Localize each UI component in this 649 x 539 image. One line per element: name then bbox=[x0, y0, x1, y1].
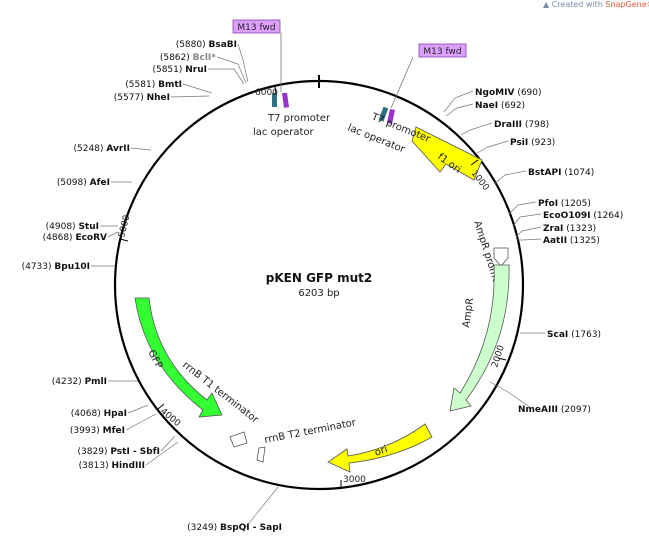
tick-1000 bbox=[470, 159, 479, 166]
feature-label-rrnb-t2: rrnB T2 terminator bbox=[263, 417, 357, 446]
tick-4000 bbox=[157, 403, 165, 410]
lac-operator-marker-left[interactable] bbox=[272, 93, 277, 107]
site-ngomiv[interactable]: NgoMIV (690) bbox=[475, 88, 542, 98]
site-scai[interactable]: ScaI (1763) bbox=[547, 330, 601, 340]
label-lac-operator-left: lac operator bbox=[253, 127, 314, 138]
feature-rrnb-t1[interactable] bbox=[229, 431, 248, 448]
snapgene-watermark: ▲ Created with SnapGene® bbox=[543, 0, 649, 9]
tick-label-6000: 6000 bbox=[255, 88, 278, 98]
site-aatii[interactable]: AatII (1325) bbox=[543, 236, 600, 246]
site-crui[interactable]: (5851) NruI bbox=[152, 65, 207, 75]
site-avrii[interactable]: (5248) AvrII bbox=[74, 144, 130, 154]
tick-5000 bbox=[119, 238, 129, 242]
site-stui[interactable]: (4908) StuI bbox=[46, 222, 99, 232]
t7-promoter-marker-right[interactable] bbox=[387, 109, 395, 124]
plasmid-name: pKEN GFP mut2 bbox=[266, 271, 372, 285]
feature-label-ampr: AmpR bbox=[461, 297, 476, 328]
primer-label-left: M13 fwd bbox=[237, 23, 275, 33]
primer-m13-fwd-right[interactable]: M13 fwd bbox=[418, 43, 467, 58]
primer-label-right: M13 fwd bbox=[423, 47, 461, 57]
site-hpai[interactable]: (4068) HpaI bbox=[71, 409, 127, 419]
feature-label-ori: ori bbox=[373, 444, 389, 459]
tick-6000 bbox=[274, 85, 277, 95]
plasmid-length: 6203 bp bbox=[298, 288, 339, 299]
site-bstapi[interactable]: BstAPI (1074) bbox=[528, 168, 594, 178]
feature-ampr[interactable] bbox=[449, 264, 510, 412]
site-ecorv[interactable]: (4868) EcoRV bbox=[43, 233, 107, 243]
tick-label-1000: 1000 bbox=[469, 169, 491, 193]
site-psii[interactable]: PsiI (923) bbox=[510, 138, 555, 148]
site-psti-sbfi[interactable]: (3829) PstI - SbfI bbox=[78, 447, 160, 457]
feature-gfp[interactable] bbox=[134, 297, 223, 418]
site-bsabi[interactable]: (5880) BsaBI bbox=[176, 40, 237, 50]
site-naei[interactable]: NaeI (692) bbox=[475, 101, 525, 111]
tick-label-3000: 3000 bbox=[343, 475, 366, 485]
feature-ampr-promoter[interactable] bbox=[493, 247, 509, 267]
site-pmli[interactable]: (4232) PmlI bbox=[52, 377, 107, 387]
site-draiii[interactable]: DraIII (798) bbox=[494, 120, 549, 130]
site-bcli[interactable]: (5862) BclI* bbox=[160, 53, 216, 63]
site-bspqi-sapi[interactable]: (3249) BspQI - SapI bbox=[187, 523, 282, 533]
site-afei[interactable]: (5098) AfeI bbox=[57, 178, 110, 188]
site-bmti[interactable]: (5581) BmtI bbox=[125, 80, 182, 90]
feature-f1-ori[interactable] bbox=[411, 126, 483, 181]
tick-2000 bbox=[497, 357, 507, 361]
site-zrai[interactable]: ZraI (1323) bbox=[543, 224, 596, 234]
site-ecoo109i[interactable]: EcoO109I (1264) bbox=[543, 211, 623, 221]
watermark-icon: ▲ bbox=[543, 0, 552, 9]
feature-rrnb-t2[interactable] bbox=[256, 446, 266, 463]
site-hindiii[interactable]: (3813) HindIII bbox=[79, 461, 145, 471]
primer-box-left[interactable] bbox=[232, 19, 281, 34]
tick-label-5000: 5000 bbox=[117, 214, 132, 239]
lac-operator-marker-right[interactable] bbox=[378, 106, 389, 122]
site-pfoi[interactable]: PfoI (1205) bbox=[538, 199, 591, 209]
site-bpu10i[interactable]: (4733) Bpu10I bbox=[22, 262, 90, 272]
t7-promoter-marker-left[interactable] bbox=[282, 93, 289, 108]
feature-ori[interactable] bbox=[327, 423, 433, 473]
site-nhei[interactable]: (5577) NheI bbox=[114, 93, 170, 103]
primer-leader-right bbox=[390, 56, 414, 109]
primer-m13-fwd-left[interactable]: M13 fwd bbox=[232, 19, 281, 34]
label-t7-promoter-left: T7 promoter bbox=[267, 113, 331, 124]
primer-box-right[interactable] bbox=[418, 43, 467, 58]
site-nmeaiii[interactable]: NmeAIII (2097) bbox=[518, 405, 591, 415]
site-leaders bbox=[91, 43, 545, 528]
site-mfei[interactable]: (3993) MfeI bbox=[70, 426, 125, 436]
